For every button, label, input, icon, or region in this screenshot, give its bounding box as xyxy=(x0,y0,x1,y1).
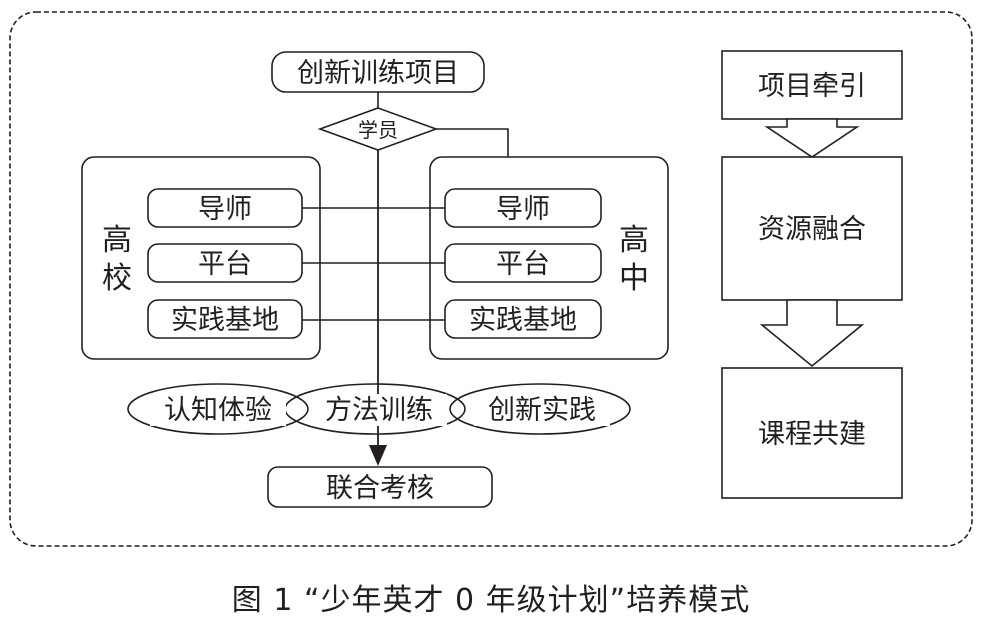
flow-arrow-2 xyxy=(759,299,865,368)
ellipse-text-backdrop-2 xyxy=(311,394,447,426)
left-item-mentor: 导师 xyxy=(198,194,252,225)
ellipse-innovation-practice xyxy=(449,383,631,435)
left-item-platform: 平台 xyxy=(198,249,252,280)
flow-box-resource-fusion xyxy=(721,156,903,301)
ellipse-label-innovation-practice: 创新实践 xyxy=(488,395,596,426)
assessment-box xyxy=(267,466,493,508)
right-group-label-1: 高 xyxy=(619,223,649,258)
outer-dashed-frame xyxy=(9,11,973,547)
ellipse-text-backdrop-1 xyxy=(150,394,286,426)
right-group-label-2: 中 xyxy=(619,261,649,296)
flow-label-project-lead: 项目牵引 xyxy=(758,71,866,102)
right-item-practice-base: 实践基地 xyxy=(469,305,577,336)
flow-arrow-1 xyxy=(764,118,860,158)
assessment-box-label: 联合考核 xyxy=(326,473,434,504)
left-group-box xyxy=(81,156,321,360)
flow-label-course-coconstruction: 课程共建 xyxy=(758,419,866,450)
figure-caption: 图 1 “少年英才 0 年级计划”培养模式 xyxy=(231,583,751,618)
student-diamond-label: 学员 xyxy=(358,118,398,142)
right-group-box xyxy=(429,156,669,360)
left-item-box-2 xyxy=(147,243,303,283)
diagram-canvas: 创新训练项目 学员 高 校 高 中 导师 平台 实践基地 导师 平台 实践基地 … xyxy=(9,11,973,547)
flow-box-course-coconstruction xyxy=(721,367,903,499)
ellipse-label-cognitive-experience: 认知体验 xyxy=(164,395,272,426)
ellipse-cognitive-experience xyxy=(127,383,309,435)
left-group-label-1: 高 xyxy=(102,223,132,258)
right-item-box-1 xyxy=(444,188,602,228)
ellipse-label-method-training: 方法训练 xyxy=(325,395,433,426)
left-group-label-2: 校 xyxy=(102,261,132,296)
left-item-box-3 xyxy=(147,299,303,339)
right-item-platform: 平台 xyxy=(496,249,550,280)
down-arrowhead xyxy=(369,445,387,466)
right-item-box-3 xyxy=(444,299,602,339)
left-item-box-1 xyxy=(147,188,303,228)
flow-box-project-lead xyxy=(721,50,903,120)
left-item-practice-base: 实践基地 xyxy=(171,305,279,336)
right-item-mentor: 导师 xyxy=(496,194,550,225)
right-item-box-2 xyxy=(444,243,602,283)
project-box-label: 创新训练项目 xyxy=(297,58,459,89)
diamond-to-right-group-line xyxy=(436,128,509,157)
ellipse-text-backdrop-3 xyxy=(474,394,610,426)
flow-label-resource-fusion: 资源融合 xyxy=(758,214,866,245)
